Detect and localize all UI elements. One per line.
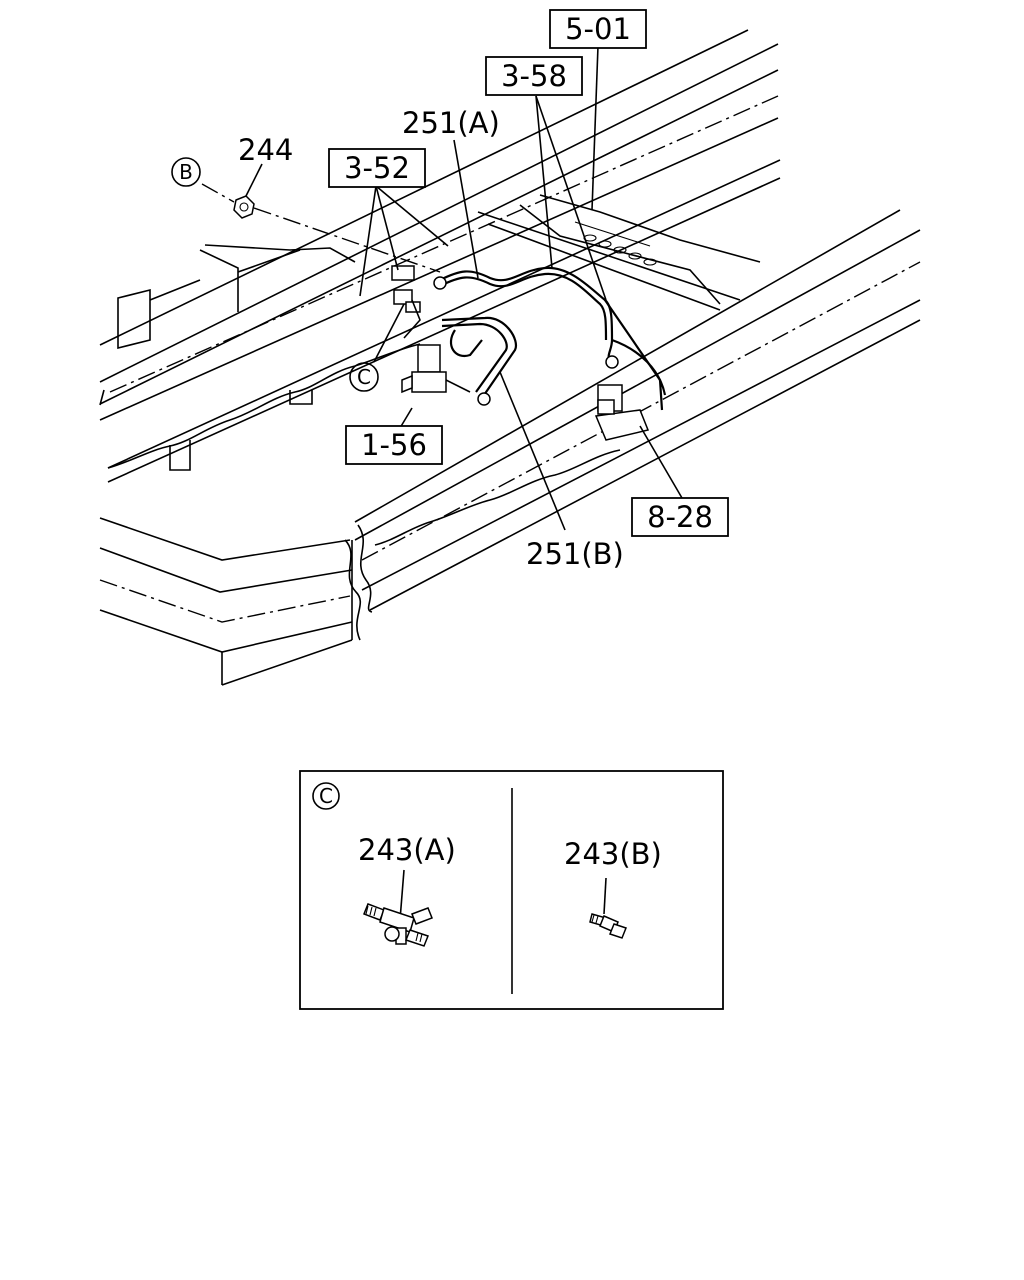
nut-244: [233, 195, 255, 219]
callout-8-28: 8-28: [631, 497, 729, 537]
tee-fitting-243a: [363, 869, 433, 947]
view-marker-c-text: C: [357, 365, 371, 389]
callout-5-01-text: 5-01: [565, 12, 631, 46]
callout-5-01: 5-01: [549, 9, 647, 49]
view-marker-b-text: B: [179, 160, 193, 184]
label-244: 244: [238, 133, 293, 167]
chassis-frame: [99, 29, 921, 686]
straight-fitting-243b: [589, 877, 627, 939]
label-251b: 251(B): [526, 537, 624, 571]
label-243b: 243(B): [564, 837, 662, 871]
pipe-251a: [433, 266, 667, 411]
valve-8-28: [594, 384, 650, 441]
callout-8-28-text: 8-28: [647, 500, 713, 534]
view-marker-c: C: [349, 362, 379, 392]
pipe-251b: [441, 316, 518, 406]
leader-lines: [201, 45, 683, 531]
detail-c-marker: C: [319, 784, 333, 808]
callout-3-52-text: 3-52: [344, 151, 410, 185]
callout-3-52: 3-52: [328, 148, 426, 188]
label-243a: 243(A): [358, 833, 456, 867]
callout-3-58: 3-58: [485, 56, 583, 96]
callout-1-56-text: 1-56: [361, 428, 427, 462]
callout-1-56: 1-56: [345, 425, 443, 465]
detail-c-panel: C 243(A) 243(B): [299, 770, 724, 1010]
callout-3-58-text: 3-58: [501, 59, 567, 93]
view-marker-b: B: [171, 157, 201, 187]
label-251a: 251(A): [402, 106, 500, 140]
valve-1-56: [401, 344, 471, 394]
